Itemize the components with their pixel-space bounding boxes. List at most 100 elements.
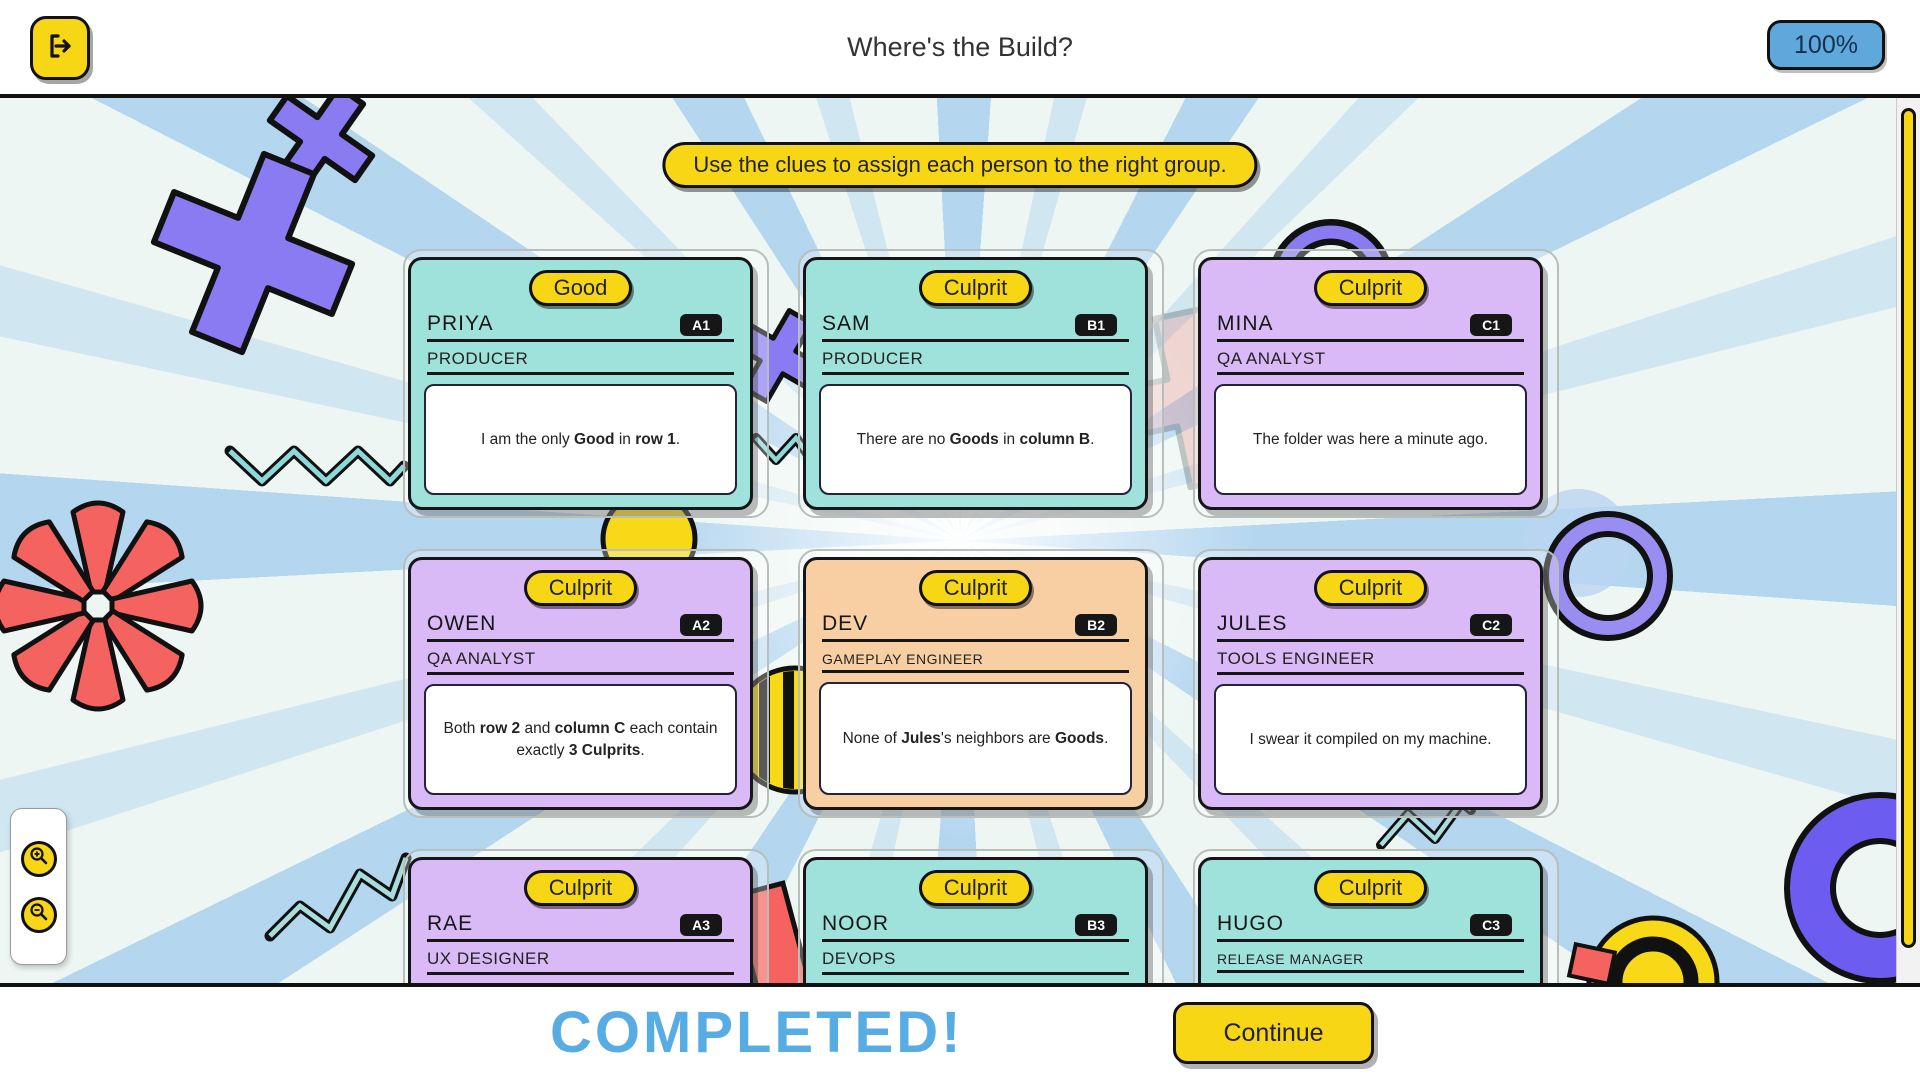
- divider: [1217, 639, 1524, 642]
- cell-id-badge: C1: [1470, 314, 1512, 336]
- cell-id-badge: A2: [680, 614, 722, 636]
- person-card[interactable]: Culprit OWEN A2 QA ANALYST Both row 2 an…: [408, 557, 753, 810]
- board-cell: Culprit RAE A3 UX DESIGNER: [403, 849, 769, 983]
- clue-text: Both row 2 and column C each contain exa…: [443, 719, 718, 759]
- top-bar: Where's the Build? 100%: [0, 0, 1920, 98]
- badge-row: Culprit: [806, 870, 1145, 906]
- zoom-out-icon: [29, 902, 49, 927]
- group-badge[interactable]: Culprit: [1313, 570, 1428, 606]
- person-name: HUGO: [1217, 912, 1284, 935]
- zoom-out-button[interactable]: [20, 896, 57, 933]
- person-role: PRODUCER: [427, 349, 529, 368]
- divider: [822, 939, 1129, 942]
- clue-text: I am the only Good in row 1.: [481, 430, 680, 448]
- asterisk-shape: [0, 500, 204, 712]
- board-cell: Culprit JULES C2 TOOLS ENGINEER I swear …: [1193, 549, 1559, 818]
- cell-id-badge: A3: [680, 914, 722, 936]
- clue-text: I swear it compiled on my machine.: [1249, 730, 1492, 748]
- person-role: PRODUCER: [822, 349, 924, 368]
- clue-box: Both row 2 and column C each contain exa…: [424, 684, 737, 795]
- scrollbar-track[interactable]: [1896, 98, 1920, 983]
- person-role: QA ANALYST: [1217, 349, 1326, 368]
- name-row: PRIYA A1: [411, 312, 750, 336]
- person-card[interactable]: Culprit DEV B2 GAMEPLAY ENGINEER None of…: [803, 557, 1148, 810]
- cross-shape-large: [150, 150, 356, 356]
- person-card[interactable]: Culprit HUGO C3 RELEASE MANAGER: [1198, 857, 1543, 983]
- name-row: JULES C2: [1201, 612, 1540, 636]
- person-card[interactable]: Good PRIYA A1 PRODUCER I am the only Goo…: [408, 257, 753, 510]
- group-badge[interactable]: Culprit: [1313, 870, 1428, 906]
- divider: [427, 939, 734, 942]
- person-role: DEVOPS: [822, 949, 896, 968]
- group-badge[interactable]: Culprit: [523, 870, 638, 906]
- person-card[interactable]: Culprit NOOR B3 DEVOPS: [803, 857, 1148, 983]
- group-badge[interactable]: Culprit: [523, 570, 638, 606]
- clue-box: The folder was here a minute ago.: [1214, 384, 1527, 495]
- group-badge[interactable]: Culprit: [1313, 270, 1428, 306]
- divider: [822, 639, 1129, 642]
- yellow-donut-shape: [1586, 915, 1720, 983]
- continue-button[interactable]: Continue: [1173, 1002, 1374, 1064]
- divider: [427, 972, 734, 975]
- bottom-bar: COMPLETED! Continue: [0, 983, 1920, 1080]
- badge-row: Culprit: [1201, 270, 1540, 306]
- person-card[interactable]: Culprit JULES C2 TOOLS ENGINEER I swear …: [1198, 557, 1543, 810]
- person-name: JULES: [1217, 612, 1288, 635]
- person-role: GAMEPLAY ENGINEER: [822, 651, 984, 667]
- person-name: RAE: [427, 912, 474, 935]
- badge-row: Culprit: [1201, 870, 1540, 906]
- person-card[interactable]: Culprit MINA C1 QA ANALYST The folder wa…: [1198, 257, 1543, 510]
- divider: [427, 639, 734, 642]
- zigzag-shape-bottom-left: [264, 852, 412, 942]
- badge-row: Culprit: [806, 270, 1145, 306]
- person-role: TOOLS ENGINEER: [1217, 649, 1375, 668]
- divider: [822, 670, 1129, 673]
- badge-row: Culprit: [1201, 570, 1540, 606]
- group-badge[interactable]: Good: [528, 270, 633, 306]
- group-badge[interactable]: Culprit: [918, 270, 1033, 306]
- clue-box: I swear it compiled on my machine.: [1214, 684, 1527, 795]
- name-row: HUGO C3: [1201, 912, 1540, 936]
- name-row: MINA C1: [1201, 312, 1540, 336]
- status-text: COMPLETED!: [550, 1000, 964, 1065]
- divider: [1217, 970, 1524, 973]
- zoom-level-button[interactable]: 100%: [1767, 20, 1885, 70]
- board-cell: Culprit MINA C1 QA ANALYST The folder wa…: [1193, 249, 1559, 518]
- board-cell: Culprit HUGO C3 RELEASE MANAGER: [1193, 849, 1559, 983]
- divider: [1217, 372, 1524, 375]
- divider: [1217, 939, 1524, 942]
- divider: [427, 339, 734, 342]
- exit-button[interactable]: [30, 16, 90, 80]
- person-card[interactable]: Culprit SAM B1 PRODUCER There are no Goo…: [803, 257, 1148, 510]
- group-badge[interactable]: Culprit: [918, 570, 1033, 606]
- person-card[interactable]: Culprit RAE A3 UX DESIGNER: [408, 857, 753, 983]
- divider: [822, 372, 1129, 375]
- badge-row: Good: [411, 270, 750, 306]
- group-badge[interactable]: Culprit: [918, 870, 1033, 906]
- person-name: MINA: [1217, 312, 1274, 335]
- divider: [427, 372, 734, 375]
- person-role: UX DESIGNER: [427, 949, 550, 968]
- clue-text: None of Jules's neighbors are Goods.: [842, 729, 1109, 747]
- cell-id-badge: B2: [1075, 614, 1117, 636]
- board-cell: Culprit OWEN A2 QA ANALYST Both row 2 an…: [403, 549, 769, 818]
- zoom-panel: [10, 808, 67, 965]
- name-row: NOOR B3: [806, 912, 1145, 936]
- person-name: NOOR: [822, 912, 889, 935]
- board-cell: Good PRIYA A1 PRODUCER I am the only Goo…: [403, 249, 769, 518]
- zigzag-shape-upper-left: [224, 445, 410, 487]
- red-square-shape: [1566, 941, 1618, 983]
- badge-row: Culprit: [806, 570, 1145, 606]
- name-row: OWEN A2: [411, 612, 750, 636]
- person-name: DEV: [822, 612, 869, 635]
- board-cell: Culprit DEV B2 GAMEPLAY ENGINEER None of…: [798, 549, 1164, 818]
- badge-row: Culprit: [411, 570, 750, 606]
- board-cell: Culprit SAM B1 PRODUCER There are no Goo…: [798, 249, 1164, 518]
- card-grid: Good PRIYA A1 PRODUCER I am the only Goo…: [403, 249, 1559, 983]
- clue-text: There are no Goods in column B.: [856, 430, 1095, 448]
- divider: [1217, 339, 1524, 342]
- scrollbar-thumb[interactable]: [1901, 108, 1916, 948]
- zoom-in-button[interactable]: [20, 840, 57, 877]
- page-title: Where's the Build?: [847, 31, 1073, 62]
- person-name: SAM: [822, 312, 871, 335]
